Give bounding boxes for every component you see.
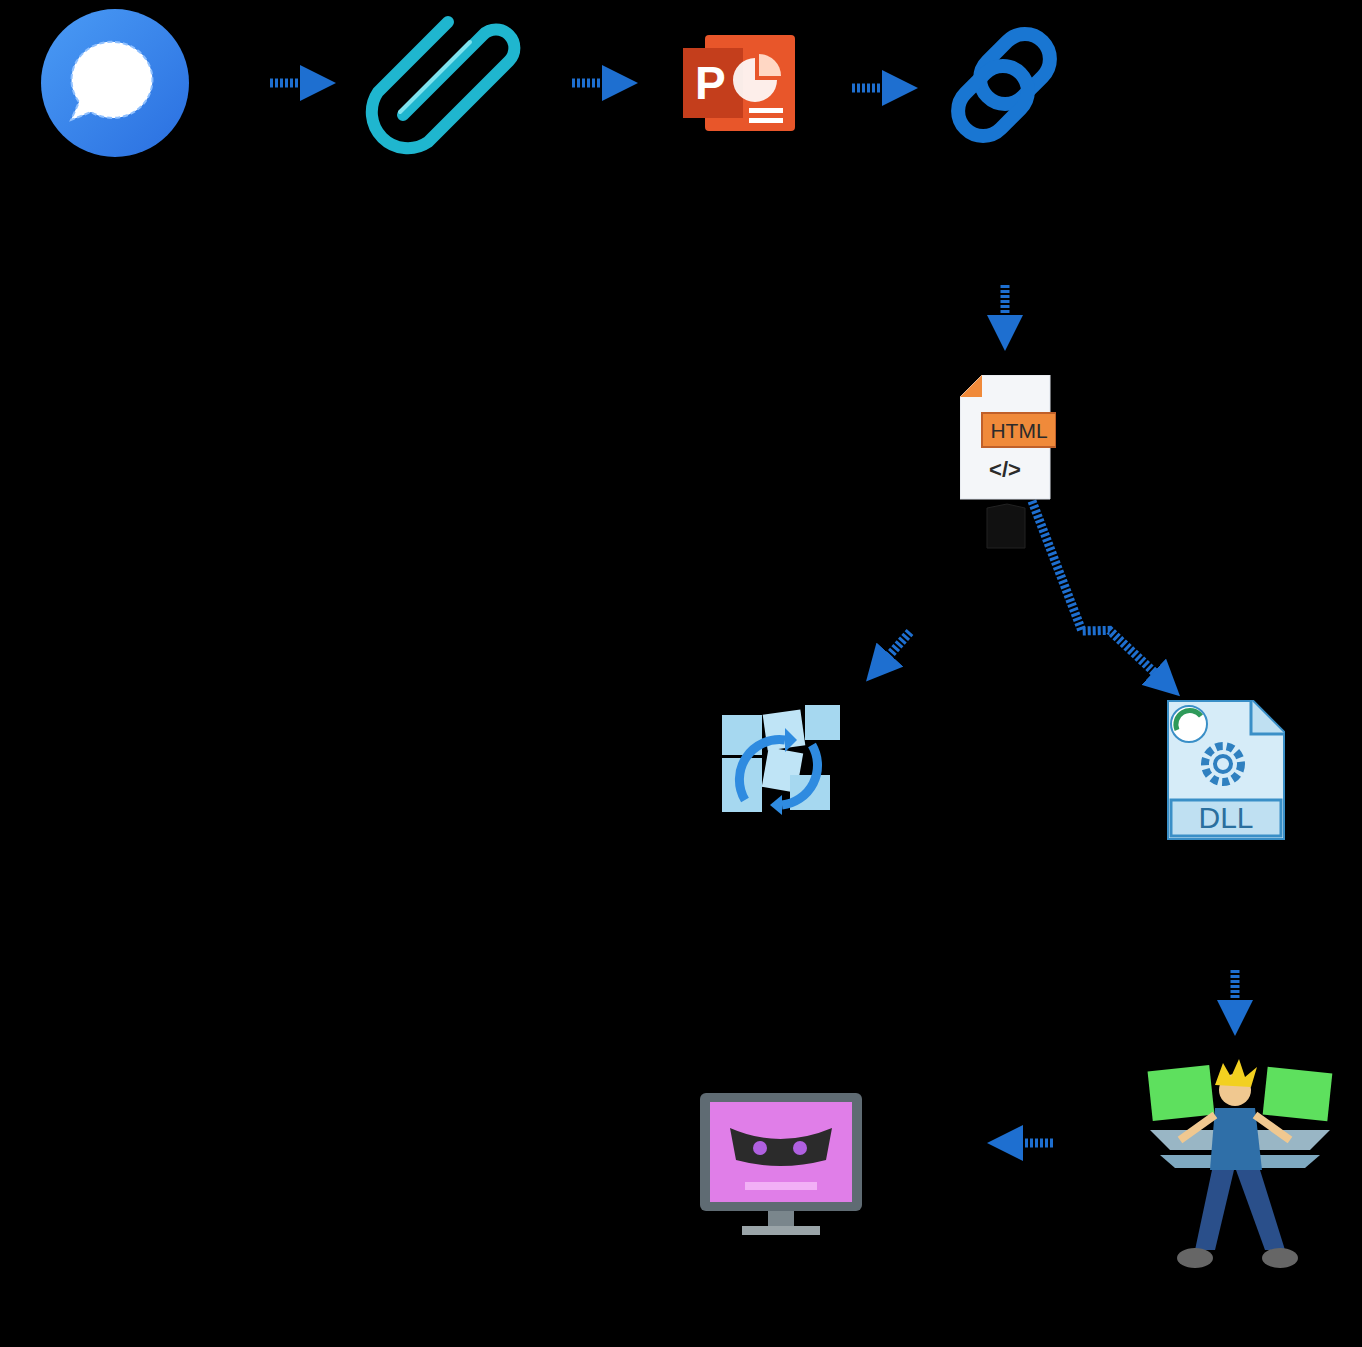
- flow-arrows: [270, 83, 1235, 1143]
- tag-icon: [987, 504, 1025, 548]
- flow-arrow: [1032, 501, 1167, 684]
- cube-refresh-icon: [722, 705, 840, 815]
- powerpoint-icon: P: [683, 30, 795, 136]
- monitor-icon: [700, 1093, 862, 1235]
- link-icon: [948, 24, 1061, 147]
- dll-file-icon: DLL: [1167, 700, 1285, 840]
- file-type-label: DLL: [1198, 803, 1253, 833]
- logo-letter: P: [695, 60, 726, 106]
- signal-icon: [41, 9, 189, 157]
- file-type-label: HTML: [990, 420, 1047, 441]
- hacker-figure: [1148, 1059, 1333, 1268]
- html-file-icon: HTML </>: [960, 375, 1056, 501]
- paperclip-icon: [372, 22, 515, 148]
- code-symbol: </>: [989, 459, 1021, 481]
